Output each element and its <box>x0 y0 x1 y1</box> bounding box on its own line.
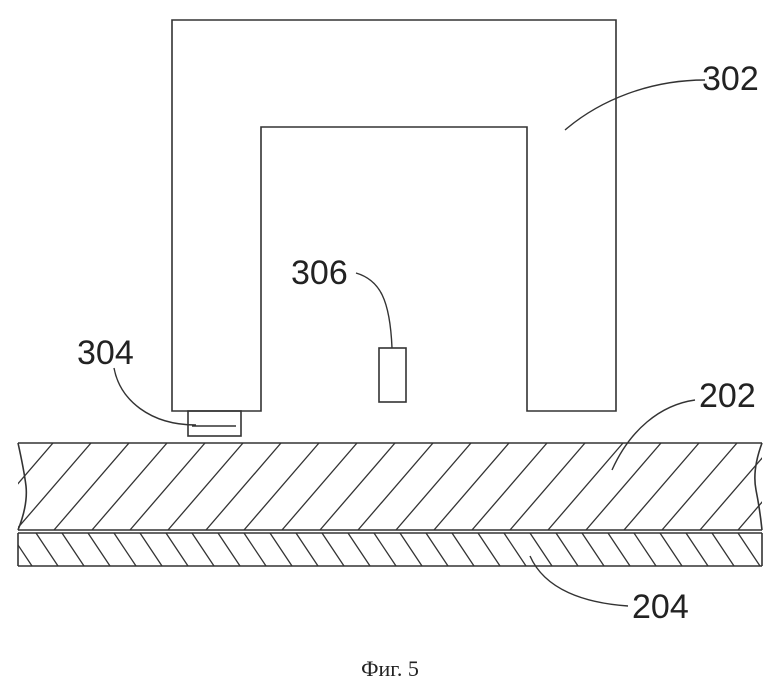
hatch-line-204 <box>634 533 656 566</box>
hatch-line-202 <box>396 443 471 530</box>
hatch-line-204 <box>322 533 344 566</box>
hatch-line-204 <box>530 533 552 566</box>
hatch-line-202 <box>548 443 623 530</box>
element-306 <box>379 348 406 402</box>
hatch-line-204 <box>556 533 578 566</box>
figure-caption: Фиг. 5 <box>361 656 419 681</box>
hatch-line-204 <box>608 533 630 566</box>
hatch-line-202 <box>0 443 15 530</box>
hatch-line-202 <box>130 443 205 530</box>
hatch-line-204 <box>218 533 240 566</box>
leader-304 <box>114 368 196 425</box>
hatch-line-204 <box>192 533 214 566</box>
hatch-line-204 <box>244 533 266 566</box>
hatch-line-202 <box>662 443 737 530</box>
hatch-line-204 <box>296 533 318 566</box>
hatch-line-204 <box>62 533 84 566</box>
hatch-line-202 <box>168 443 243 530</box>
hatch-line-204 <box>712 533 734 566</box>
hatch-line-202 <box>244 443 319 530</box>
label-204: 204 <box>632 588 689 626</box>
hatch-line-204 <box>114 533 136 566</box>
hatch-line-202 <box>16 443 91 530</box>
layer-202 <box>0 443 780 530</box>
hatch-line-202 <box>358 443 433 530</box>
u-shaped-core <box>172 20 616 411</box>
hatch-line-202 <box>472 443 547 530</box>
element-304 <box>188 411 241 436</box>
hatch-line-202 <box>92 443 167 530</box>
layer-204 <box>0 533 762 566</box>
hatch-line-204 <box>426 533 448 566</box>
leader-202 <box>612 400 695 470</box>
leader-306 <box>356 273 392 348</box>
hatch-line-204 <box>348 533 370 566</box>
hatch-line-204 <box>452 533 474 566</box>
hatch-line-204 <box>140 533 162 566</box>
label-302: 302 <box>702 60 759 98</box>
hatch-line-204 <box>400 533 422 566</box>
hatch-line-202 <box>282 443 357 530</box>
hatch-line-204 <box>374 533 396 566</box>
hatch-line-202 <box>206 443 281 530</box>
hatch-line-204 <box>582 533 604 566</box>
hatch-line-202 <box>434 443 509 530</box>
hatch-line-202 <box>510 443 585 530</box>
hatch-line-204 <box>504 533 526 566</box>
hatch-line-202 <box>586 443 661 530</box>
label-202: 202 <box>699 377 756 415</box>
hatch-line-202 <box>320 443 395 530</box>
hatch-line-204 <box>166 533 188 566</box>
hatch-line-202 <box>54 443 129 530</box>
hatch-line-204 <box>270 533 292 566</box>
leader-302 <box>565 80 705 130</box>
hatch-line-202 <box>776 443 780 530</box>
hatch-line-202 <box>700 443 775 530</box>
hatch-line-204 <box>738 533 760 566</box>
hatch-line-204 <box>10 533 32 566</box>
hatch-line-204 <box>36 533 58 566</box>
hatch-line-204 <box>660 533 682 566</box>
label-306: 306 <box>291 254 348 292</box>
hatch-line-202 <box>624 443 699 530</box>
hatch-line-204 <box>0 533 6 566</box>
hatch-line-204 <box>686 533 708 566</box>
hatch-line-204 <box>88 533 110 566</box>
hatch-line-204 <box>478 533 500 566</box>
label-304: 304 <box>77 334 134 372</box>
hatch-line-202 <box>738 443 780 530</box>
leader-204 <box>530 556 628 606</box>
